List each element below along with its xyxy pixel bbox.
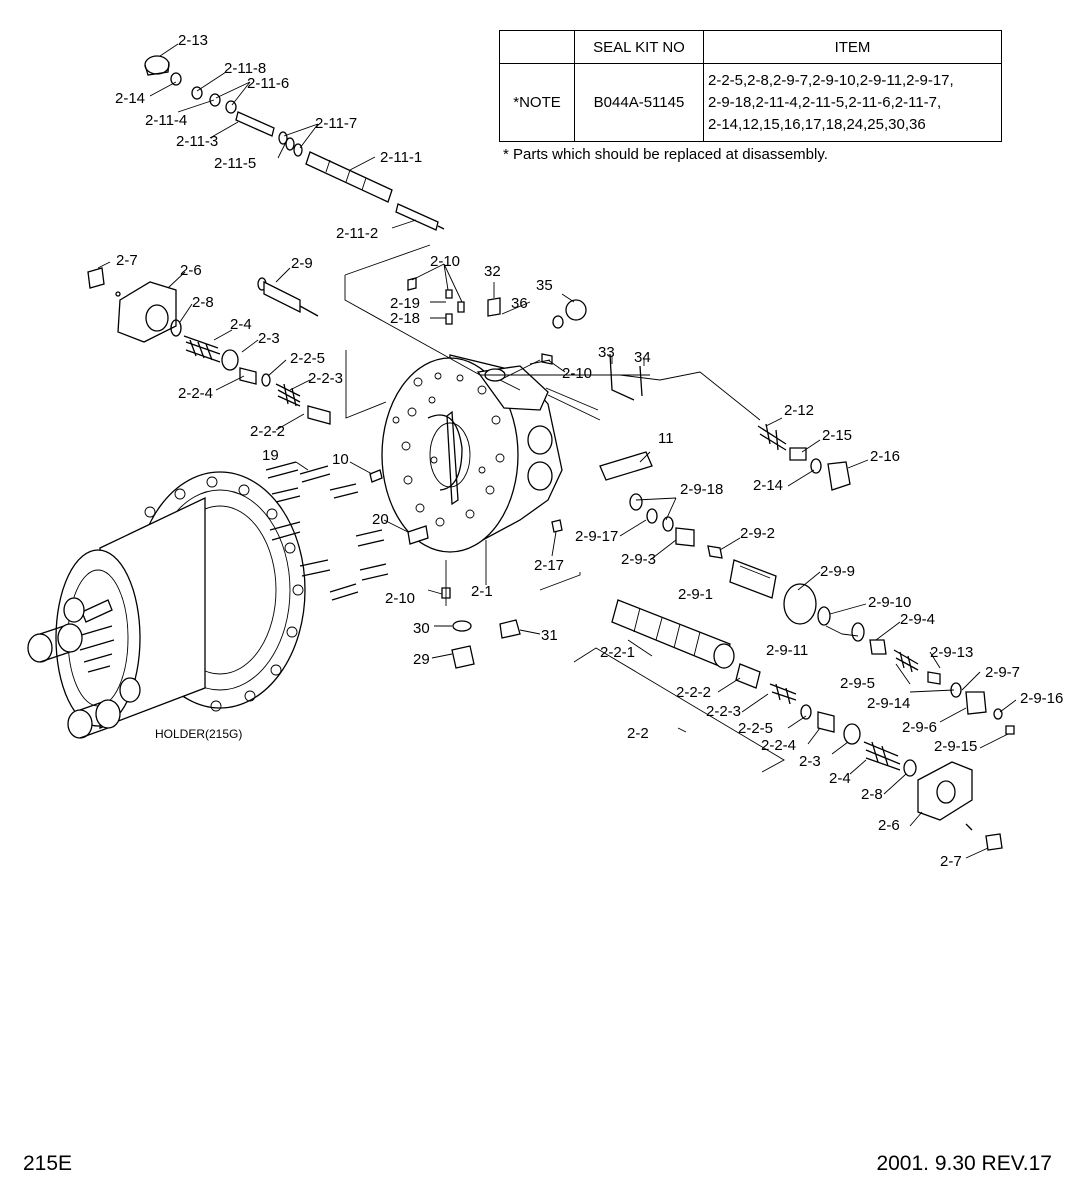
table-cell-note: *NOTE	[499, 63, 575, 142]
seal-kit-table: SEAL KIT NO ITEM *NOTE B044A-51145 2-2-5…	[499, 30, 1002, 142]
replacement-note: * Parts which should be replaced at disa…	[503, 146, 828, 163]
table-header-blank	[499, 30, 575, 64]
piston-springs	[265, 461, 429, 601]
callout-2-4: 2-4	[230, 316, 252, 333]
callout-2-13: 2-13	[178, 32, 208, 49]
table-header-item: ITEM	[703, 30, 1002, 64]
callout-2-11-8: 2-11-8	[224, 60, 266, 77]
callout-2-19: 2-19	[390, 295, 420, 312]
callout-2-2: 2-2	[627, 725, 649, 742]
footer-revision: 2001. 9.30 REV.17	[876, 1152, 1052, 1175]
holder-label: HOLDER(215G)	[155, 727, 243, 741]
callout-2-2-4-right: 2-2-4	[761, 737, 796, 754]
callout-2-11-4: 2-11-4	[145, 112, 187, 129]
lower-spool-group	[611, 599, 1003, 851]
holder-housing	[27, 471, 306, 739]
callout-2-9-4: 2-9-4	[900, 611, 935, 628]
callout-2-10-right: 2-10	[562, 365, 592, 382]
callout-2-9-3: 2-9-3	[621, 551, 656, 568]
callout-2-15: 2-15	[822, 427, 852, 444]
callout-2-2-3: 2-2-3	[308, 370, 343, 387]
callout-34: 34	[634, 349, 651, 366]
callout-2-9-15: 2-9-15	[934, 738, 977, 755]
callout-2-2-5: 2-2-5	[290, 350, 325, 367]
top-ports	[407, 277, 643, 401]
table-cell-seal-kit-no: B044A-51145	[574, 63, 704, 142]
callout-2-2-3-right: 2-2-3	[706, 703, 741, 720]
table-header-row: SEAL KIT NO ITEM	[499, 30, 1002, 64]
callout-20: 20	[372, 511, 389, 528]
footer-model: 215E	[23, 1152, 73, 1175]
callout-2-7-right: 2-7	[940, 853, 962, 870]
callout-2-9-9: 2-9-9	[820, 563, 855, 580]
callout-2-2-5-right: 2-2-5	[738, 720, 773, 737]
table-row: *NOTE B044A-51145 2-2-5,2-8,2-9-7,2-9-10…	[499, 63, 1002, 142]
callout-2-6: 2-6	[180, 262, 202, 279]
callout-33: 33	[598, 344, 615, 361]
callout-11: 11	[658, 430, 674, 447]
callout-2-14: 2-14	[115, 90, 145, 107]
callout-labels: 2-13 2-14 2-11-8 2-11-6 2-11-4 2-11-3 2-…	[115, 32, 1063, 870]
callout-2-2-1: 2-2-1	[600, 644, 635, 661]
casing-2-1	[381, 354, 563, 553]
callout-2-4-right: 2-4	[829, 770, 851, 787]
callout-2-2-2-right: 2-2-2	[676, 684, 711, 701]
item-line-1: 2-2-5,2-8,2-9-7,2-9-10,2-9-11,2-9-17,	[708, 71, 954, 89]
callout-2-9-13: 2-9-13	[930, 644, 973, 661]
callout-2-9-16: 2-9-16	[1020, 690, 1063, 707]
callout-2-9-2: 2-9-2	[740, 525, 775, 542]
callout-2-3-right: 2-3	[799, 753, 821, 770]
left-valve-group	[87, 267, 331, 425]
callout-2-2-2: 2-2-2	[250, 423, 285, 440]
callout-2-9-10: 2-9-10	[868, 594, 911, 611]
callout-2-11-7: 2-11-7	[315, 115, 357, 132]
callout-2-18: 2-18	[390, 310, 420, 327]
callout-35: 35	[536, 277, 553, 294]
callout-2-7: 2-7	[116, 252, 138, 269]
callout-2-9-11: 2-9-11	[766, 642, 808, 659]
callout-2-8-right: 2-8	[861, 786, 883, 803]
callout-2-3: 2-3	[258, 330, 280, 347]
callout-2-11-5: 2-11-5	[214, 155, 256, 172]
table-header-seal-kit-no: SEAL KIT NO	[574, 30, 704, 64]
callout-2-9-6: 2-9-6	[902, 719, 937, 736]
callout-2-10-top: 2-10	[430, 253, 460, 270]
callout-2-16: 2-16	[870, 448, 900, 465]
callout-2-1: 2-1	[471, 583, 493, 600]
callout-2-9-18: 2-9-18	[680, 481, 723, 498]
callout-2-9: 2-9	[291, 255, 313, 272]
callout-2-10-bottom: 2-10	[385, 590, 415, 607]
table-cell-items: 2-2-5,2-8,2-9-7,2-9-10,2-9-11,2-9-17, 2-…	[703, 63, 1002, 142]
callout-2-11-1: 2-11-1	[380, 149, 422, 166]
callout-2-11-6: 2-11-6	[247, 75, 289, 92]
leader-lines	[97, 43, 1017, 859]
callout-2-17: 2-17	[534, 557, 564, 574]
callout-19: 19	[262, 447, 279, 464]
callout-2-9-7: 2-9-7	[985, 664, 1020, 681]
callout-2-9-5: 2-9-5	[840, 675, 875, 692]
item-line-2: 2-9-18,2-11-4,2-11-5,2-11-6,2-11-7,	[708, 93, 942, 111]
shaft-group-2-11	[144, 55, 445, 231]
callout-2-11-3: 2-11-3	[176, 133, 218, 150]
callout-31: 31	[541, 627, 558, 644]
callout-2-2-4: 2-2-4	[178, 385, 213, 402]
callout-2-6-right: 2-6	[878, 817, 900, 834]
lower-plugs	[441, 519, 563, 669]
callout-2-9-1: 2-9-1	[678, 586, 713, 603]
callout-2-14-right: 2-14	[753, 477, 783, 494]
callout-29: 29	[413, 651, 430, 668]
right-lower-group-2-9	[629, 493, 1015, 735]
callout-2-8: 2-8	[192, 294, 214, 311]
callout-32: 32	[484, 263, 501, 280]
callout-30: 30	[413, 620, 430, 637]
callout-36: 36	[511, 295, 528, 312]
callout-2-9-17: 2-9-17	[575, 528, 618, 545]
callout-2-9-14: 2-9-14	[867, 695, 910, 712]
callout-2-11-2: 2-11-2	[336, 225, 378, 242]
item-line-3: 2-14,12,15,16,17,18,24,25,30,36	[708, 115, 926, 133]
right-valve-group	[599, 423, 851, 491]
callout-10: 10	[332, 451, 349, 468]
callout-2-12: 2-12	[784, 402, 814, 419]
